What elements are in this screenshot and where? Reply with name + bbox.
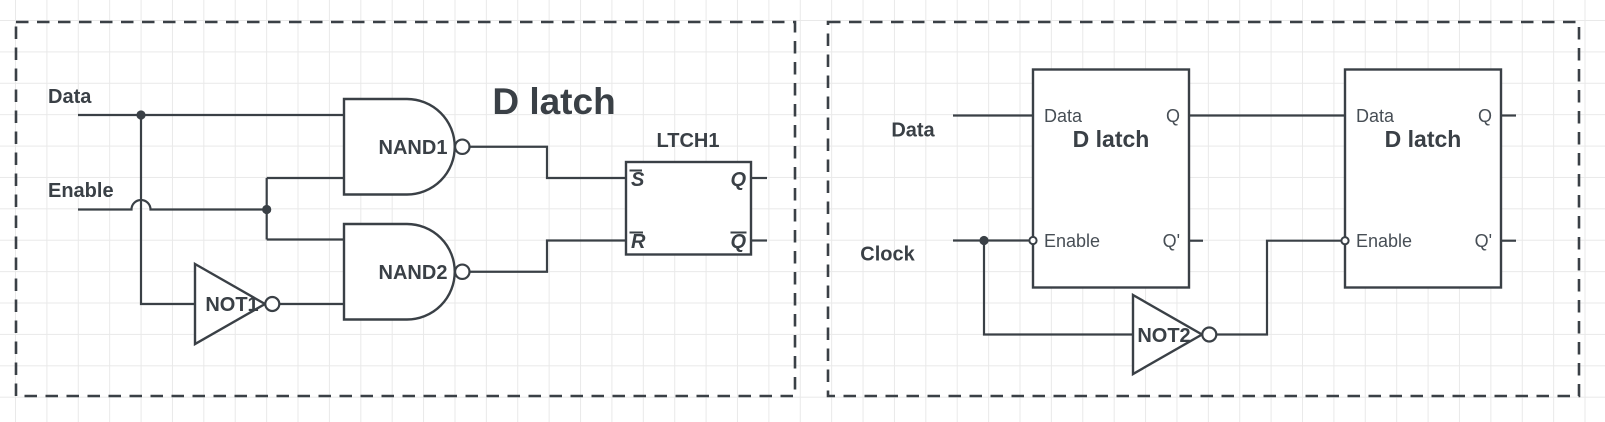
wire-enable-with-hop[interactable] [78,198,267,211]
dlatch2-pin-data: Data [1356,106,1395,126]
dlatch2-pin-qprime: Q' [1475,231,1492,251]
right-container-dashed-border[interactable] [826,20,1581,398]
dlatch1-enable-port-circle [1028,235,1038,246]
nand1-gate[interactable]: NAND1 [342,97,471,196]
not1-gate[interactable]: NOT1 [193,261,281,347]
junction-dot-data [136,110,146,120]
not1-body[interactable] [193,261,268,347]
wire-not2-to-latch2-enable[interactable] [1216,239,1341,336]
junction-dot-clock [979,235,989,246]
dlatch2-pin-q: Q [1478,106,1492,126]
dlatch1-title: D latch [1073,126,1150,152]
nand2-gate[interactable]: NAND2 [342,222,471,321]
not2-body[interactable] [1131,292,1205,377]
ltch1-pin-q: Q [730,169,746,191]
right-data-input-label: Data [891,120,935,142]
ltch1-name-label: LTCH1 [657,130,720,152]
nand1-label: NAND1 [379,137,448,159]
dlatch1-pin-enable: Enable [1044,231,1100,251]
dlatch1-body[interactable] [1031,68,1191,289]
dlatch2-body[interactable] [1343,68,1503,289]
not2-gate[interactable]: NOT2 [1131,292,1218,377]
right-flipflop-group: Data Clock Data Q D latch Enable Q' Data… [826,20,1581,398]
wire-clock-branch-to-not2[interactable] [982,240,1133,336]
wire-nand1-to-ltch1-s[interactable] [469,145,626,180]
not1-bubble [264,295,281,313]
dlatch1-pin-qprime: Q' [1163,231,1180,251]
left-panel-title: D latch [492,81,615,122]
ltch1-block[interactable]: LTCH1 S R Q Q [624,130,753,256]
ltch1-pin-s-bar: S [631,169,645,191]
wire-nand2-to-ltch1-r[interactable] [469,239,626,273]
right-clock-input-label: Clock [860,244,915,266]
nand2-label: NAND2 [379,262,448,284]
ltch1-pin-r-bar: R [631,231,646,253]
left-data-input-label: Data [48,86,92,108]
junction-dot-enable [262,204,272,215]
dlatch1-pin-data: Data [1044,106,1083,126]
not2-bubble [1201,326,1218,343]
ltch1-pin-q-bar: Q [730,231,746,253]
dlatch2-title: D latch [1385,126,1462,152]
dlatch1-block[interactable]: Data Q D latch Enable Q' [1028,68,1191,289]
left-enable-input-label: Enable [48,180,114,202]
dlatch1-pin-q: Q [1166,106,1180,126]
dlatch2-enable-port-circle [1340,236,1350,246]
not1-label: NOT1 [205,294,258,316]
nand2-bubble [453,263,471,281]
left-container-dashed-border[interactable] [14,20,797,398]
dlatch2-pin-enable: Enable [1356,231,1412,251]
nand1-bubble [453,138,471,156]
dlatch2-block[interactable]: Data Q D latch Enable Q' [1340,68,1503,289]
ltch1-body[interactable] [624,160,753,256]
wire-data-branch-to-not1[interactable] [139,115,195,306]
not2-label: NOT2 [1137,325,1190,347]
left-dlatch-group: D latch Data Enable NAND1 NAND2 [14,20,797,398]
